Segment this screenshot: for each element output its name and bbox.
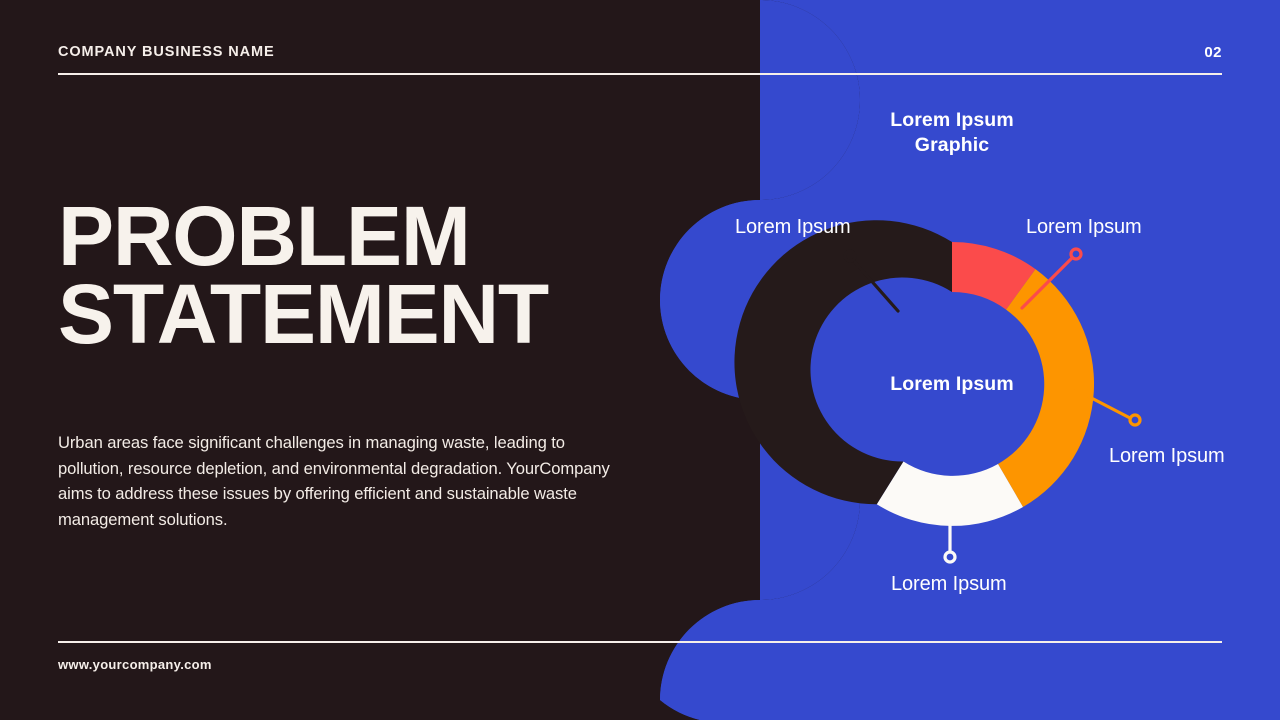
header-divider xyxy=(58,73,1222,75)
chart-heading-line-1: Lorem Ipsum xyxy=(890,109,1014,131)
callout-connector-top-right xyxy=(1020,247,1083,310)
donut-segment-red[interactable] xyxy=(952,242,1036,310)
donut-label-top-right: Lorem Ipsum xyxy=(1026,216,1142,238)
chart-heading-line-2: Graphic xyxy=(914,134,990,156)
donut-segments xyxy=(734,220,1095,526)
callout-connector-bottom xyxy=(943,508,957,564)
donut-label-right: Lorem Ipsum xyxy=(1109,445,1225,467)
donut-segment-orange[interactable] xyxy=(998,269,1095,507)
company-name: COMPANY BUSINESS NAME xyxy=(58,44,275,60)
footer-website-url: www.yourcompany.com xyxy=(58,657,212,672)
chart-heading: Lorem Ipsum Graphic xyxy=(832,108,1072,158)
page-title-line-1: PROBLEM xyxy=(58,189,471,283)
donut-segment-white[interactable] xyxy=(876,461,1023,526)
donut-label-top-left: Lorem Ipsum xyxy=(735,216,851,238)
callout-connector-top-left xyxy=(843,249,900,313)
donut-center-label: Lorem Ipsum xyxy=(890,373,1014,395)
body-paragraph: Urban areas face significant challenges … xyxy=(58,433,610,530)
donut-callout-connectors xyxy=(843,247,1142,564)
donut-segment-dark[interactable] xyxy=(734,220,952,505)
footer-divider xyxy=(58,641,1222,643)
page-title: PROBLEM STATEMENT xyxy=(58,189,658,362)
callout-connector-right xyxy=(1074,388,1142,427)
page-number: 02 xyxy=(1204,44,1222,61)
donut-label-bottom: Lorem Ipsum xyxy=(891,573,1007,595)
donut-chart xyxy=(734,220,1142,564)
page-title-line-2: STATEMENT xyxy=(58,267,549,362)
